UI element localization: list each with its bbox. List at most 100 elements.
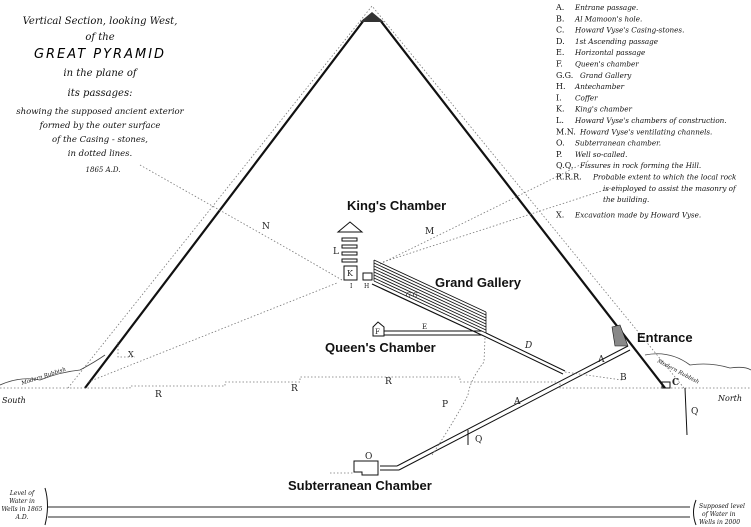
title-line: Vertical Section, looking West, [23,16,178,27]
legend-text: is employed to assist the masonry of [603,184,737,193]
letter-h: H [364,283,369,290]
legend-key: R.R.R. [556,173,582,182]
title-line: formed by the outer surface [39,121,161,131]
label-queens-chamber: Queen's Chamber [325,340,436,355]
legend-text: 1st Ascending passage [575,37,658,46]
horizontal-passage [384,330,482,336]
entrance-masonry [611,324,629,347]
fissure-right [684,387,688,436]
title-line: in the plane of [63,68,138,79]
letter-x: X [128,350,134,359]
letter-r: R [385,377,392,387]
letter-gg: G G [406,292,418,299]
legend-text: the building. [603,195,649,204]
legend-key: I. [556,93,562,102]
legend-text: Grand Gallery [580,71,632,80]
ventilating-channel-m [379,159,591,265]
legend-key: P. [556,150,562,159]
label-rubbish-left: Modern Rubbish [20,367,67,388]
legend-text: King's chamber [574,105,632,114]
water-label-line: Wells in 2000 [699,519,740,526]
legend-key: L. [556,116,564,125]
legend-text: Queen's chamber [575,60,639,69]
title-line: in dotted lines. [68,149,132,159]
title-main: GREAT PYRAMID [34,47,166,62]
legend-key: A. [555,3,564,12]
label-south: South [2,396,26,405]
legend-text: Probable extent to which the local rock [592,173,736,182]
legend-key: G.G. [556,71,573,80]
letter-i: I [350,283,353,290]
legend-text: Horizontal passage [574,48,645,57]
inner-dotted-line [382,184,621,263]
legend-text: Antechamber [574,82,625,91]
water-label-line: Supposed level [699,503,745,510]
rubbish-left [0,354,106,386]
label-subterranean-chamber: Subterranean Chamber [288,478,432,493]
apex-platform [360,12,384,22]
legend-text: Subterranean chamber. [575,139,661,148]
subterranean-chamber [353,460,379,476]
legend-text: Howard Vyse's ventilating channels. [579,127,712,136]
inner-dotted-line [87,282,338,383]
legend-text: Al Mamoon's hole. [574,14,642,23]
horizontal-subterranean-passage [380,465,399,471]
letter-a: A [597,355,605,365]
letter-q-right: Q [691,407,698,417]
legend-key: O. [556,139,565,148]
label-grand-gallery: Grand Gallery [435,275,522,290]
legend-text: Howard Vyse's chambers of construction. [574,116,727,125]
title-date: 1865 A.D. [86,166,121,174]
legend: A.Entrane passage.B.Al Mamoon's hole.C.H… [555,3,737,219]
legend-key: X. [556,210,564,219]
letter-a-lower: A [513,397,521,407]
ventilating-channel-n [139,164,343,281]
letter-e: E [422,323,427,331]
title-line: showing the supposed ancient exterior [16,107,184,117]
grand-gallery [373,259,487,334]
brace-left [44,487,48,526]
label-entrance: Entrance [637,330,693,345]
letter-r: R [291,384,298,394]
water-label-line: A.D. [15,514,29,521]
letter-q: Q [475,435,482,445]
legend-key: E. [556,48,564,57]
kings-chamber [343,265,358,281]
legend-key: M.N. [556,127,576,136]
gallery-floor [371,283,487,338]
water-label-line: Water in [9,498,35,505]
rock-line [0,376,751,389]
water-label-line: of Water in [702,511,736,518]
letter-m: M [425,227,434,237]
water-label-line: Level of [9,490,36,497]
label-kings-chamber: King's Chamber [347,198,446,213]
rubbish-right [644,353,751,371]
letter-c: C [672,378,679,388]
letter-f: F [375,328,380,336]
title-line: its passages: [68,88,133,99]
al-mamoon-hole [564,371,623,381]
legend-text: Howard Vyse's Casing-stones. [574,26,684,35]
water-label-left: Level of Water in Wells in 1865 A.D. [1,490,42,521]
ascending-passage [485,332,566,375]
relieving-chambers [341,237,358,263]
legend-key: Q.Q. [556,161,573,170]
legend-text: Coffer [575,93,598,102]
letter-b: B [620,373,627,383]
well [431,337,486,456]
letter-r: R [155,390,162,400]
legend-text: Entrane passage. [574,3,638,12]
legend-text: Well so-called. [575,150,627,159]
legend-key: D. [556,37,565,46]
title-block: Vertical Section, looking West, of the G… [16,16,184,174]
brace-right [693,499,697,526]
casing-stones [661,381,671,389]
legend-key: H. [556,82,566,91]
legend-key: C. [556,26,564,35]
letter-k: K [347,269,354,278]
label-north: North [717,394,742,403]
antechamber [362,272,373,281]
relieving-gable [336,221,364,233]
letter-o: O [365,452,372,462]
